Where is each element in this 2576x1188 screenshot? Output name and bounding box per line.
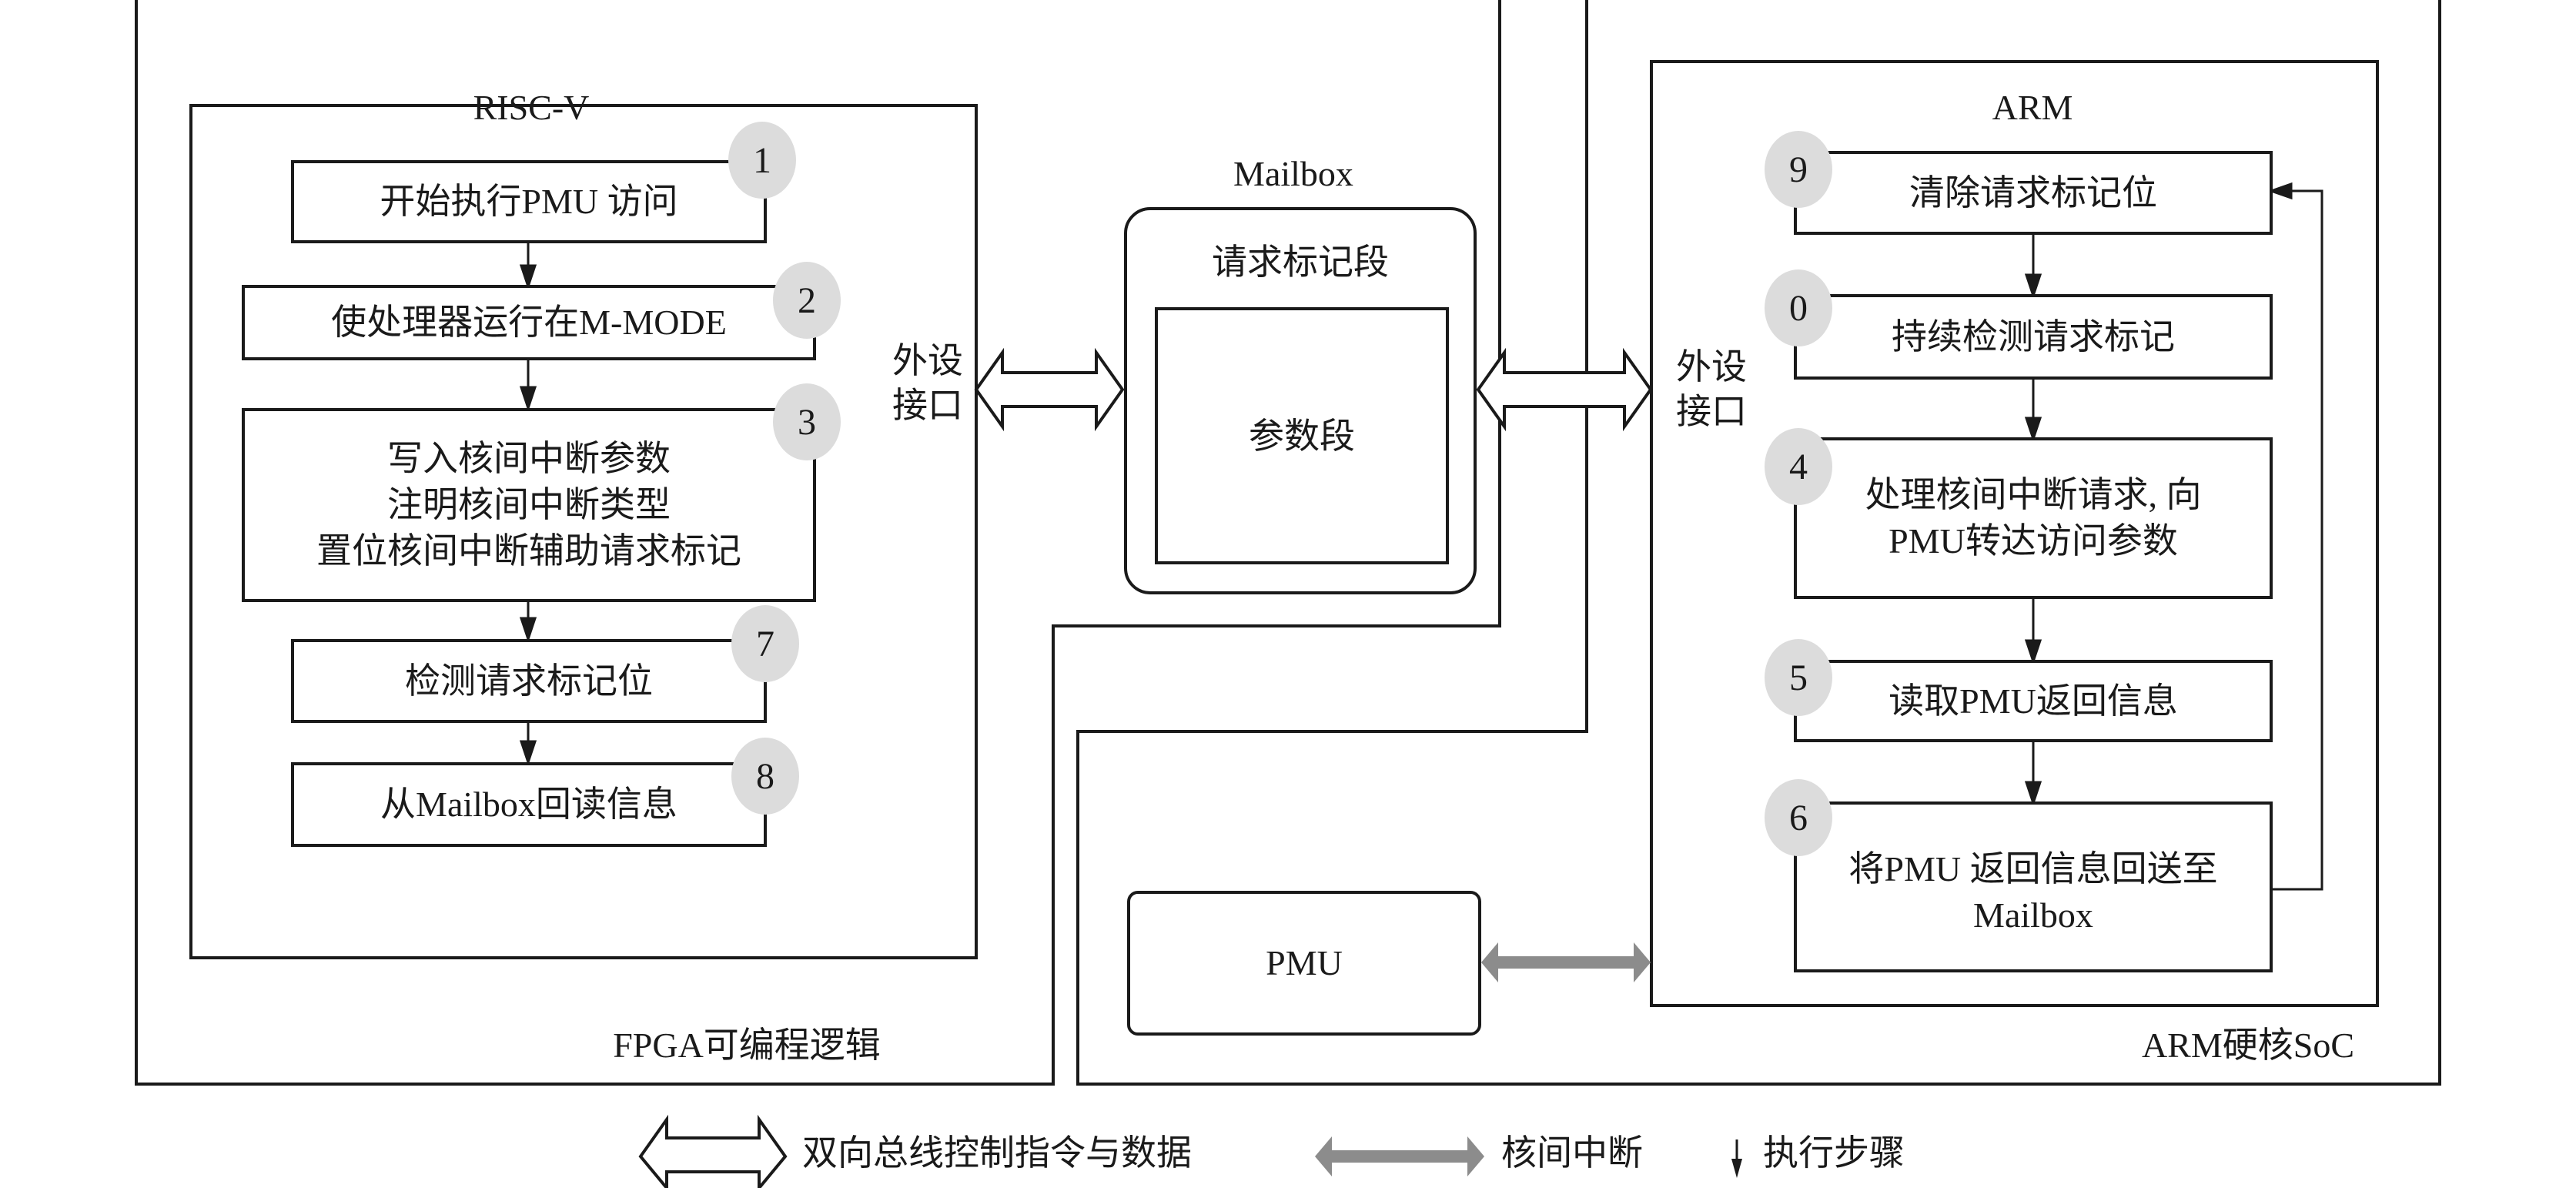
riscv-step-8: 从Mailbox回读信息 [291,762,767,847]
gray-double-arrow-icon [1315,1136,1484,1176]
step-number-badge: 2 [773,262,841,339]
mailbox-param-segment: 参数段 [1249,417,1355,456]
mailbox-block: 请求标记段 参数段 [1124,207,1477,594]
arm-step-6: 将PMU 返回信息回送至 Mailbox [1794,801,2273,972]
arm-step-5: 读取PMU返回信息 [1794,660,2273,742]
down-arrow-icon [2024,273,2042,300]
double-hollow-arrow-icon [638,1114,788,1188]
arm-core-box [1650,60,2379,1007]
riscv-step-1: 开始执行PMU 访问 [291,160,767,243]
fpga-region-label: FPGA可编程逻辑 [613,1026,881,1065]
down-arrow-icon [519,740,537,766]
fpga-region-boundary [135,0,1501,1086]
right-interface-label: 外设 接口 [1676,347,1747,431]
riscv-flow-arrows [519,242,537,766]
step-number-badge: 0 [1765,269,1832,346]
step-number-badge: 1 [728,122,796,199]
left-arrow-icon [2267,182,2293,200]
step-number-badge: 8 [731,738,799,815]
riscv-step-2: 使处理器运行在M-MODE [242,285,816,360]
step-number-badge: 4 [1765,428,1832,505]
mailbox-title: Mailbox [1233,154,1353,193]
step-number-badge: 6 [1765,779,1832,856]
down-arrow-icon [519,386,537,412]
step-number-badge: 7 [731,605,799,682]
step-number-badge: 3 [773,383,841,460]
left-interface-label: 外设 接口 [892,341,963,425]
down-arrow-icon [519,264,537,290]
down-arrow-icon [2024,781,2042,807]
legend-bus-label: 双向总线控制指令与数据 [802,1133,1192,1173]
arm-flow-arrows [2024,182,2323,891]
down-arrow-icon [519,617,537,643]
pmu-block: PMU [1127,891,1481,1036]
step-number-badge: 5 [1765,639,1832,716]
down-arrow-icon [1731,1139,1742,1178]
step-number-badge: 9 [1765,131,1832,208]
riscv-step-7: 检测请求标记位 [291,639,767,723]
soc-region-label: ARM硬核SoC [2141,1026,2355,1065]
soc-region-boundary [1076,0,2441,1086]
left-bus-arrow [974,347,1125,432]
interrupt-arrow [1481,942,1651,982]
mailbox-request-segment: 请求标记段 [1212,243,1389,282]
arm-step-9: 清除请求标记位 [1794,151,2273,235]
right-bus-arrow [1476,347,1653,432]
mailbox-param-segment-box: 参数段 [1155,307,1449,564]
down-arrow-icon [2024,417,2042,443]
arm-title: ARM [1992,88,2073,127]
legend-interrupt-label: 核间中断 [1501,1133,1643,1173]
down-arrow-icon [2024,639,2042,665]
pmu-label: PMU [1266,943,1343,982]
riscv-title: RISC-V [473,88,590,127]
loop-back-arrow [2271,189,2323,891]
arm-step-0: 持续检测请求标记 [1794,294,2273,380]
riscv-core-box [189,104,978,959]
legend-step-label: 执行步骤 [1763,1133,1905,1173]
arm-step-4: 处理核间中断请求, 向 PMU转达访问参数 [1794,437,2273,599]
riscv-step-3: 写入核间中断参数 注明核间中断类型 置位核间中断辅助请求标记 [242,408,816,602]
